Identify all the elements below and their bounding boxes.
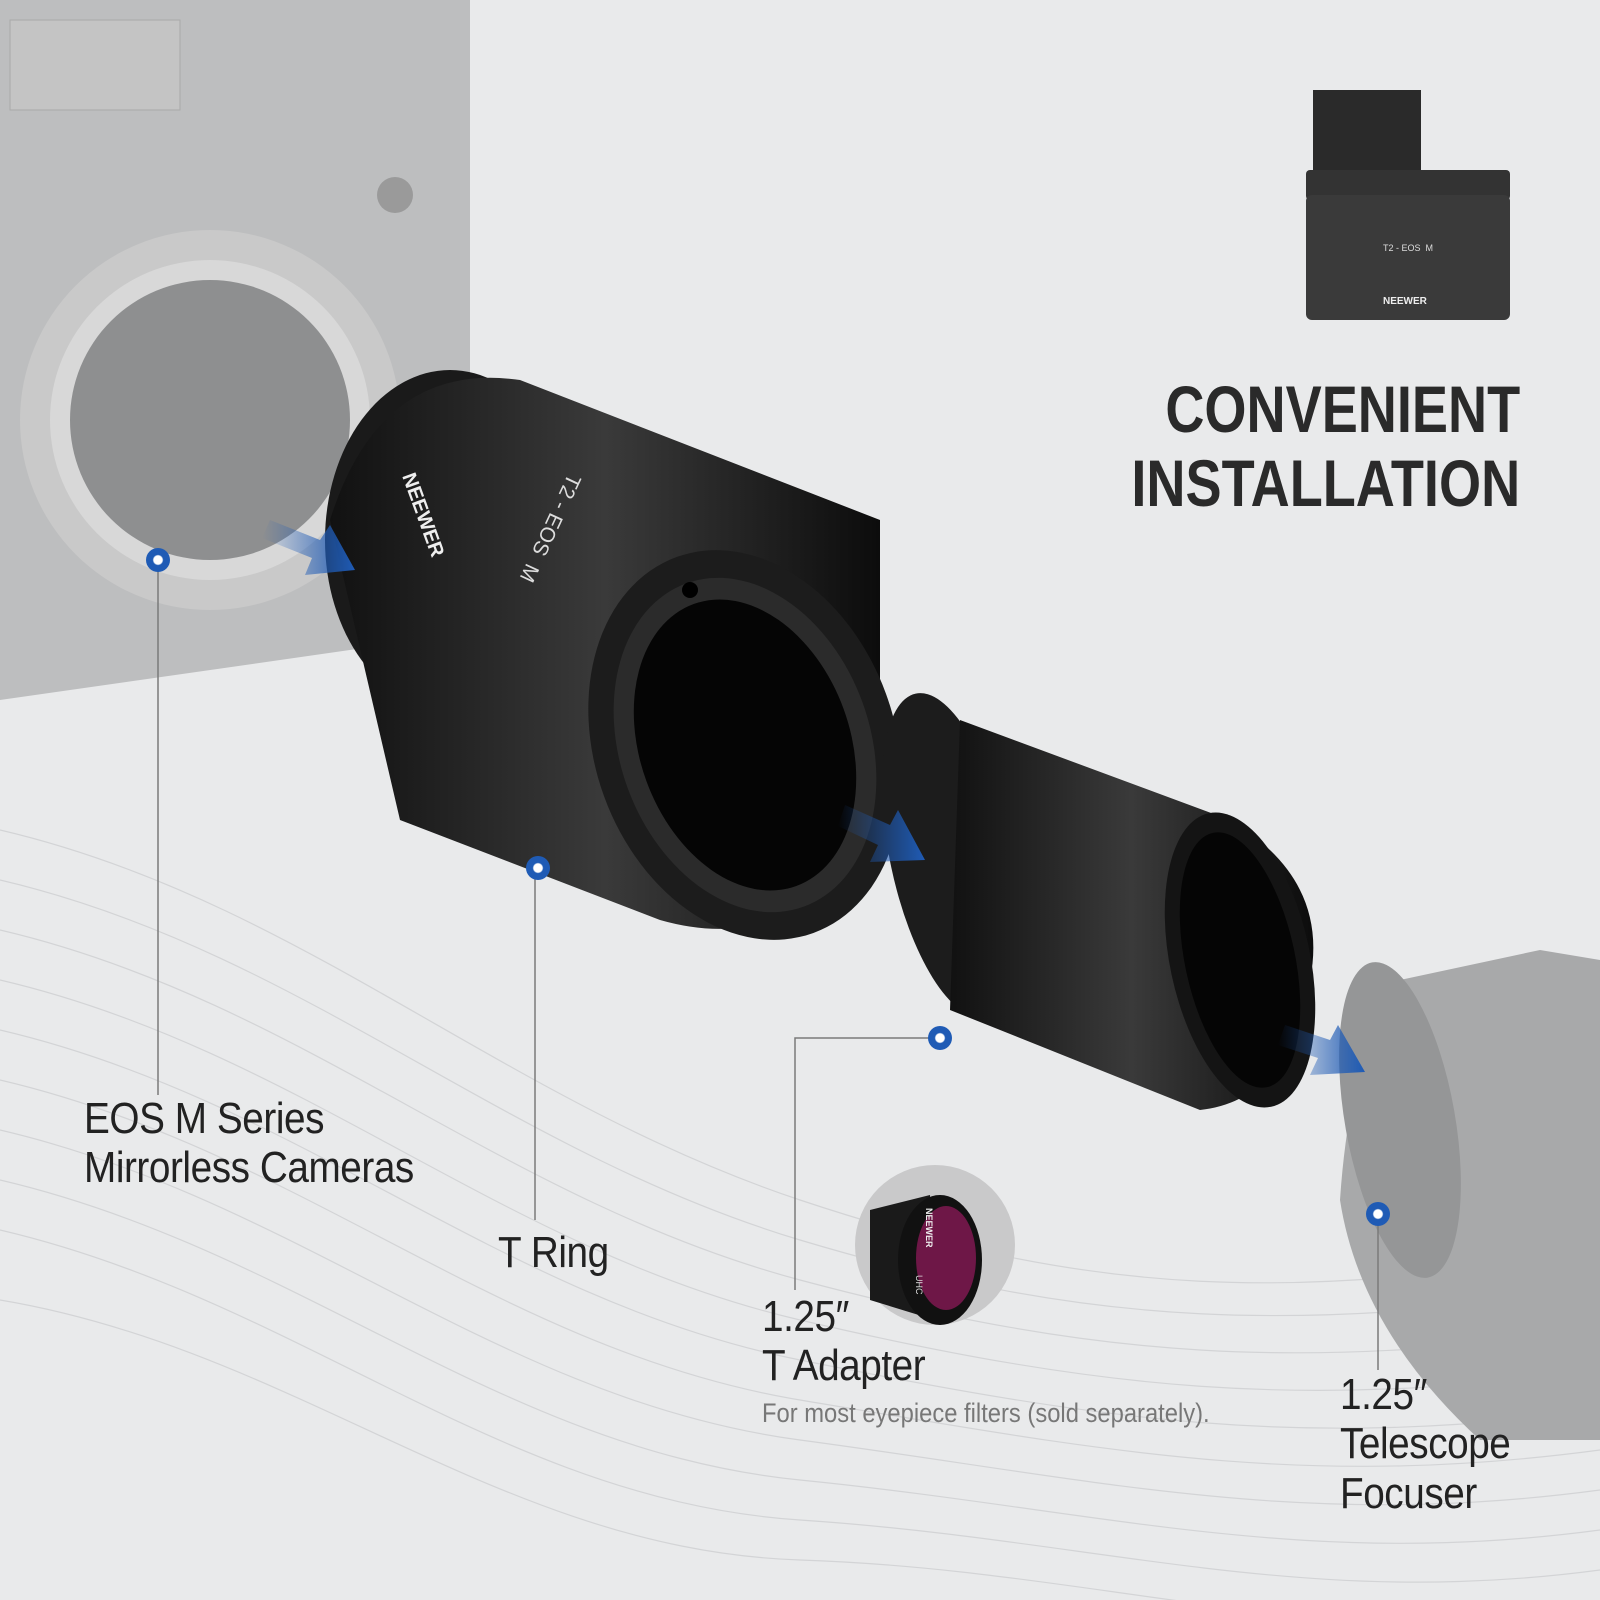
t-adapter-label-line1: 1.25″	[762, 1292, 849, 1341]
t-ring-image	[325, 370, 902, 940]
wave-pattern	[0, 829, 1600, 1600]
inset-model-text: T2 - EOS M	[1383, 243, 1434, 253]
headline-line1: CONVENIENT	[1165, 372, 1520, 446]
focuser-label-line2: Telescope	[1340, 1419, 1511, 1469]
camera-label-line2: Mirrorless Cameras	[84, 1143, 414, 1193]
camera-label-line1: EOS M Series	[84, 1094, 325, 1143]
camera-label: EOS M Series Mirrorless Cameras	[84, 1094, 414, 1193]
t-adapter-image	[882, 693, 1316, 1110]
callout-dot-icon	[146, 548, 1390, 1226]
assembled-product-image	[1306, 90, 1510, 320]
focuser-label: 1.25″ Telescope Focuser	[1340, 1370, 1511, 1518]
headline: CONVENIENT INSTALLATION	[1131, 372, 1520, 520]
t-ring-label: T Ring	[498, 1228, 609, 1277]
arrow-icon	[262, 520, 1365, 1075]
callout-lines	[157, 560, 1379, 1370]
headline-line2: INSTALLATION	[1131, 446, 1520, 520]
t-adapter-label: 1.25″ T Adapter	[762, 1292, 926, 1391]
focuser-label-line1: 1.25″	[1340, 1370, 1427, 1419]
filter-brand-text: NEEWER	[924, 1208, 934, 1248]
inset-brand-text: NEEWER	[1383, 296, 1427, 307]
telescope-focuser-image	[1339, 950, 1600, 1440]
t-adapter-label-line2: T Adapter	[762, 1341, 926, 1391]
focuser-label-line3: Focuser	[1340, 1468, 1477, 1518]
uhc-filter-image	[855, 1165, 1015, 1325]
t-adapter-note: For most eyepiece filters (sold separate…	[762, 1398, 1210, 1428]
